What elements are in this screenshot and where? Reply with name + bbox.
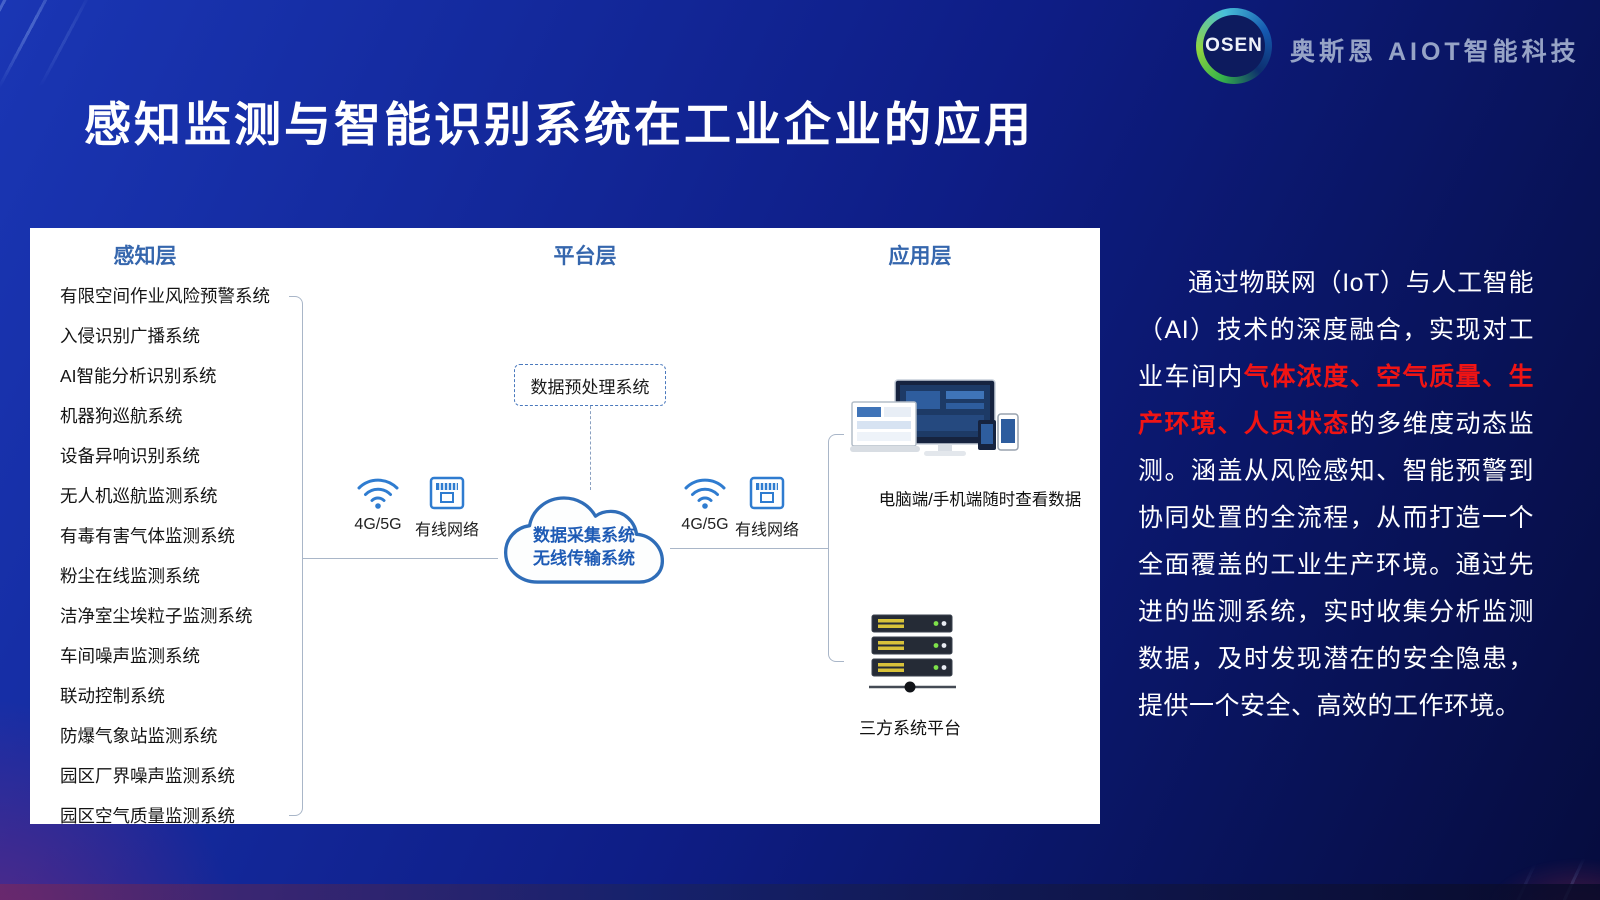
list-item: 机器狗巡航系统 (60, 406, 183, 426)
list-item: 洁净室尘埃粒子监测系统 (60, 606, 253, 626)
list-item: 入侵识别广播系统 (60, 326, 200, 346)
bottom-band (0, 884, 1600, 900)
perception-bracket (289, 296, 303, 816)
list-item: 有毒有害气体监测系统 (60, 526, 235, 546)
list-item: 粉尘在线监测系统 (60, 566, 200, 586)
list-item: 有限空间作业风险预警系统 (60, 286, 270, 306)
cloud-icon (503, 496, 665, 584)
devices-illustration (850, 378, 1020, 483)
osen-logo-inner: OSEN (1203, 15, 1265, 77)
list-item: AI智能分析识别系统 (60, 366, 217, 386)
wired-label: 有线网络 (734, 522, 799, 539)
osen-logo: OSEN (1196, 8, 1272, 84)
list-item: 防爆气象站监测系统 (60, 726, 218, 746)
cloud-label: 数据采集系统 无线传输系统 (498, 524, 670, 570)
preprocess-connector (590, 406, 591, 490)
right-wifi-link: 4G/5G (670, 474, 740, 534)
cloud-label-line1: 数据采集系统 (533, 526, 635, 545)
perception-list: 有限空间作业风险预警系统入侵识别广播系统 AI智能分析识别系统机器狗巡航系统设备异… (60, 276, 270, 836)
list-item: 联动控制系统 (60, 686, 165, 706)
right-wired-link: 有线网络 (732, 476, 802, 540)
wifi-icon (684, 478, 726, 509)
cloud-node: 数据采集系统 无线传输系统 (498, 484, 670, 604)
list-item: 园区空气质量监测系统 (60, 806, 235, 826)
connector-right (670, 548, 828, 549)
list-item: 设备异响识别系统 (60, 446, 200, 466)
column-header-perception: 感知层 (113, 245, 177, 268)
description-segment: 通过物联网（IoT）与人工智能（AI）技术的深度融合，实现对工业车间内 (1138, 269, 1534, 391)
list-item: 无人机巡航监测系统 (60, 486, 218, 506)
preprocess-box: 数据预处理系统 (514, 364, 666, 406)
left-wifi-link: 4G/5G (343, 474, 413, 534)
server-icon (869, 614, 956, 693)
wifi-label: 4G/5G (354, 516, 402, 533)
cloud-label-line2: 无线传输系统 (533, 549, 635, 568)
connector-left (303, 558, 498, 559)
column-header-application: 应用层 (888, 245, 952, 268)
list-item: 车间噪声监测系统 (60, 646, 200, 666)
ethernet-icon (749, 476, 785, 510)
company-name: 奥斯恩 AIOT智能科技 (1290, 38, 1580, 66)
wifi-label: 4G/5G (681, 516, 729, 533)
application-bracket (828, 434, 844, 662)
server-caption: 三方系统平台 (859, 719, 961, 738)
ethernet-icon (429, 476, 465, 510)
diagram-panel: 感知层 平台层 应用层 有限空间作业风险预警系统入侵识别广播系统 AI智能分析识别… (30, 228, 1100, 826)
devices-icon (850, 379, 1019, 456)
wifi-icon (357, 478, 399, 509)
page-title: 感知监测与智能识别系统在工业企业的应用 (84, 98, 1034, 151)
osen-logo-text: OSEN (1205, 35, 1263, 56)
list-item: 园区厂界噪声监测系统 (60, 766, 235, 786)
description-segment: 气体浓度、空气质量、生产环境、人员状态 (1138, 363, 1534, 438)
server-illustration (868, 613, 958, 708)
column-header-platform: 平台层 (553, 245, 617, 268)
devices-caption: 电脑端/手机端随时查看数据 (878, 491, 1082, 509)
description-segment: 的多维度动态监测。涵盖从风险感知、智能预警到协同处置的全流程，从而打造一个全面覆… (1138, 410, 1534, 720)
left-wired-link: 有线网络 (412, 476, 482, 540)
description-text: 通过物联网（IoT）与人工智能（AI）技术的深度融合，实现对工业车间内气体浓度、… (1138, 260, 1534, 730)
wired-label: 有线网络 (414, 522, 479, 539)
